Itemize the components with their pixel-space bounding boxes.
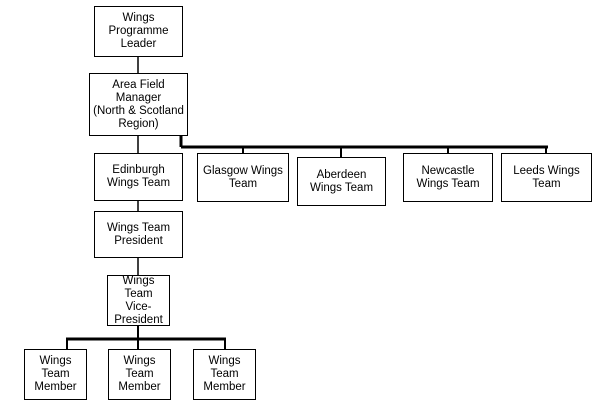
- node-wings-team-member: Wings Team Member: [24, 349, 87, 400]
- node-aberdeen-wings-team: Aberdeen Wings Team: [297, 157, 386, 206]
- node-edinburgh-wings-team: Edinburgh Wings Team: [94, 153, 183, 201]
- node-programme-leader: Wings Programme Leader: [94, 6, 183, 57]
- node-area-field-manager: Area Field Manager (North & Scotland Reg…: [89, 73, 188, 136]
- node-leeds-wings-team: Leeds Wings Team: [501, 153, 592, 202]
- node-wings-team-vice-president: Wings Team Vice- President: [107, 275, 170, 326]
- node-glasgow-wings-team: Glasgow Wings Team: [197, 153, 289, 202]
- node-wings-team-president: Wings Team President: [94, 211, 183, 258]
- node-wings-team-member: Wings Team Member: [108, 349, 171, 400]
- node-newcastle-wings-team: Newcastle Wings Team: [403, 153, 493, 202]
- node-wings-team-member: Wings Team Member: [193, 349, 256, 400]
